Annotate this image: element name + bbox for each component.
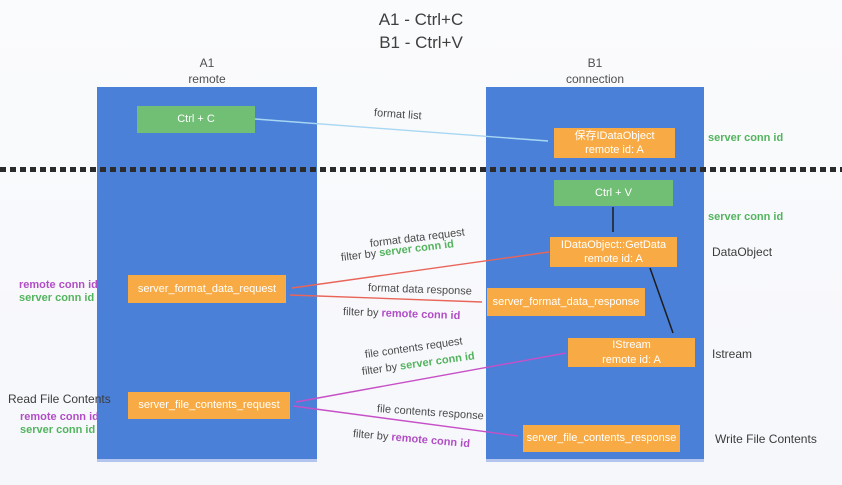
dataobject-label: DataObject: [712, 245, 773, 259]
node-idataobject-getdata: IDataObject::GetData remote id: A: [550, 237, 677, 267]
column-header-b1: B1 connection: [495, 56, 695, 87]
read-file-contents-label: Read File Contents: [8, 392, 111, 406]
save-idataobject-line2: remote id: A: [585, 144, 644, 156]
server-conn-id-label-top: server conn id: [708, 132, 784, 144]
filter-by-prefix: filter by: [342, 306, 382, 320]
istream-line2: remote id: A: [602, 353, 661, 366]
node-server-file-contents-request: server_file_contents_request: [128, 392, 290, 419]
remote-conn-id-key: remote conn id: [381, 307, 461, 323]
ctrl-c-label: Ctrl + C: [177, 113, 215, 126]
format-request-label: server_format_data_request: [137, 282, 277, 295]
remote-conn-id-key: remote conn id: [390, 431, 471, 451]
remote-conn-id-label: remote conn id: [20, 411, 99, 423]
file-request-conn-ids: remote conn id server conn id: [20, 411, 99, 437]
write-file-contents-label: Write File Contents: [715, 432, 817, 446]
node-ctrl-c: Ctrl + C: [137, 106, 255, 133]
diagram-title: A1 - Ctrl+C B1 - Ctrl+V: [0, 9, 842, 55]
filter-by-prefix: filter by: [352, 428, 392, 444]
column-b1-subtitle: connection: [565, 71, 625, 86]
getdata-line1: IDataObject::GetData: [560, 238, 667, 251]
filter-by-prefix: filter by: [340, 247, 380, 264]
istream-line1: IStream: [612, 339, 651, 352]
server-conn-id-label: server conn id: [20, 424, 96, 437]
node-server-format-data-response: server_format_data_response: [487, 288, 645, 316]
node-save-idataobject: 保存IDataObject remote id: A: [554, 128, 675, 158]
node-server-format-data-request: server_format_data_request: [128, 275, 286, 303]
getdata-line2: remote id: A: [584, 253, 643, 265]
ctrl-v-label: Ctrl + V: [595, 186, 632, 199]
file-request-label: server_file_contents_request: [138, 399, 280, 412]
filter-by-prefix: filter by: [361, 360, 401, 378]
format-request-conn-ids: remote conn id server conn id: [19, 279, 98, 305]
server-conn-id-label: server conn id: [19, 292, 95, 305]
istream-side-label: Istream: [712, 347, 753, 361]
server-conn-id-label-mid: server conn id: [708, 211, 784, 223]
column-b1-name: B1: [587, 56, 603, 70]
column-header-a1: A1 remote: [107, 56, 307, 87]
column-a1-name: A1: [199, 56, 215, 70]
file-response-label: server_file_contents_response: [526, 432, 677, 445]
node-ctrl-v: Ctrl + V: [554, 180, 673, 206]
phase-divider-dotted-line: [0, 167, 842, 172]
file-contents-response-label: file contents response: [376, 403, 485, 423]
format-response-label: server_format_data_response: [492, 295, 640, 308]
column-a1-subtitle: remote: [188, 71, 226, 86]
node-istream: IStream remote id: A: [568, 338, 695, 367]
format-data-response-filter-label: filter by remote conn id: [343, 306, 461, 322]
format-data-response-label: format data response: [367, 282, 473, 298]
file-contents-response-filter-label: filter by remote conn id: [352, 428, 470, 450]
node-server-file-contents-response: server_file_contents_response: [523, 425, 680, 452]
save-idataobject-line1: 保存IDataObject: [574, 129, 655, 142]
title-line-1: A1 - Ctrl+C: [378, 10, 464, 29]
format-list-label: format list: [373, 107, 422, 123]
remote-conn-id-label: remote conn id: [19, 279, 98, 291]
title-line-2: B1 - Ctrl+V: [379, 32, 463, 52]
